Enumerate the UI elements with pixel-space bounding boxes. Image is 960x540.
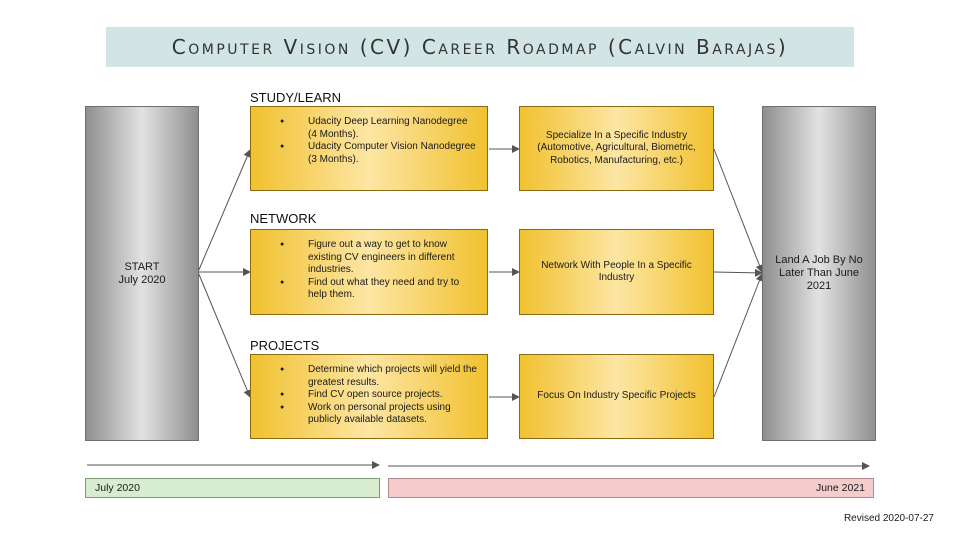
section-label-network: NETWORK [250, 211, 317, 226]
timeline-end-label: June 2021 [815, 482, 865, 494]
specialize-text: Specialize In a Specific Industry (Autom… [537, 129, 696, 166]
study-bullet: Udacity Computer Vision Nanodegree (3 Mo… [280, 141, 479, 166]
focus-box: Focus On Industry Specific Projects [519, 354, 714, 439]
diagram-title: Computer Vision (CV) Career Roadmap (Cal… [106, 27, 854, 67]
study-box: Udacity Deep Learning Nanodegree (4 Mont… [250, 106, 488, 191]
arrow-start-to-projects [197, 271, 252, 398]
arrow-focus-to-end [713, 273, 764, 398]
network-industry-box: Network With People In a Specific Indust… [519, 229, 714, 315]
timeline-start-bar: July 2020 [85, 478, 380, 498]
start-date: July 2020 [118, 273, 166, 286]
study-bullet: Udacity Deep Learning Nanodegree (4 Mont… [280, 116, 479, 141]
projects-bullet: Work on personal projects using publicly… [280, 402, 479, 427]
timeline-end-bar: June 2021 [388, 478, 874, 498]
network-box: Figure out a way to get to know existing… [250, 229, 488, 315]
focus-text: Focus On Industry Specific Projects [537, 390, 696, 402]
arrow-specialize-to-end [713, 148, 764, 273]
network-industry-text: Network With People In a Specific Indust… [541, 259, 692, 284]
specialize-box: Specialize In a Specific Industry (Autom… [519, 106, 714, 191]
projects-bullet: Find CV open source projects. [280, 389, 479, 402]
network-bullet: Figure out a way to get to know existing… [280, 239, 479, 277]
revised-date: Revised 2020-07-27 [843, 513, 934, 524]
projects-box: Determine which projects will yield the … [250, 354, 488, 439]
goal-text: Land A Job By No Later Than June 2021 [775, 254, 863, 292]
section-label-study: STUDY/LEARN [250, 90, 342, 105]
arrow-network-industry-to-end [713, 268, 763, 277]
start-label: START [124, 260, 160, 273]
goal-box: Land A Job By No Later Than June 2021 [762, 106, 876, 441]
timeline-start-label: July 2020 [95, 482, 140, 494]
projects-bullet: Determine which projects will yield the … [280, 364, 479, 389]
section-label-projects: PROJECTS [250, 338, 320, 353]
arrow-start-to-study [197, 149, 251, 273]
start-box: START July 2020 [85, 106, 199, 441]
network-bullet: Find out what they need and try to help … [280, 277, 479, 302]
